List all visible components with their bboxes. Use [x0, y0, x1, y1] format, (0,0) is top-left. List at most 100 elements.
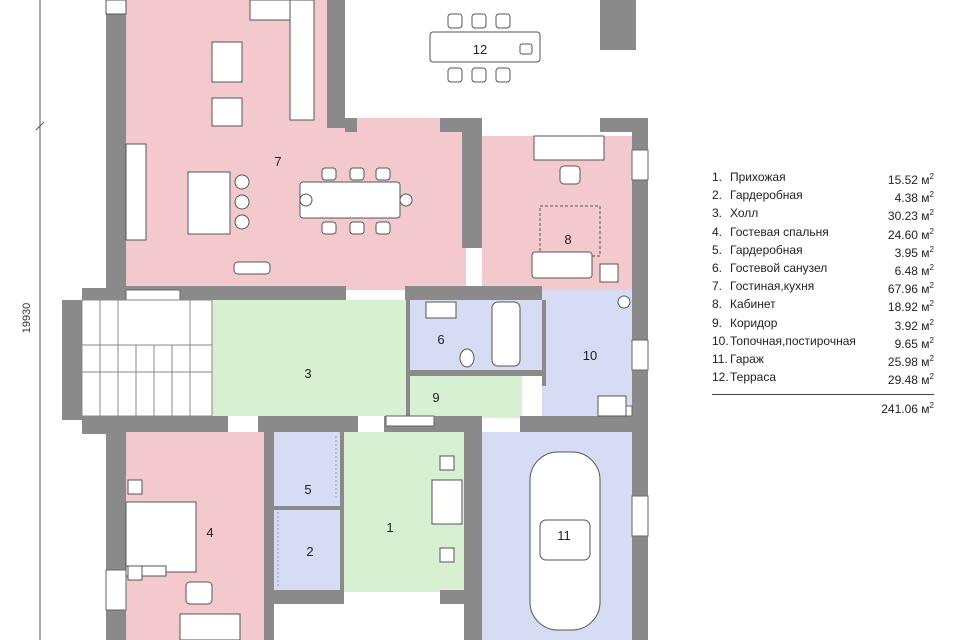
legend-unit-exp: 2	[929, 244, 934, 254]
legend-unit-exp: 2	[929, 262, 934, 272]
legend-area: 4.38	[894, 191, 918, 206]
legend-unit: м	[921, 354, 930, 369]
legend-row: 4. Гостевая спальня 24.60 м2	[712, 223, 934, 242]
walls	[62, 0, 648, 640]
legend-row: 2.Гардеробная 4.38 м2	[712, 186, 934, 206]
legend-unit: м	[921, 245, 930, 260]
legend-unit-exp: 2	[929, 208, 934, 218]
windows	[105, 149, 649, 611]
legend-number: 12.	[712, 370, 729, 385]
legend-row: 6.Гостевой санузел 6.48 м2	[712, 259, 934, 278]
room-label-1: 1	[386, 520, 393, 535]
legend-unit-exp: 2	[929, 299, 934, 309]
dimension-line: 19930	[21, 0, 45, 640]
legend-area: 30.23	[887, 209, 918, 224]
legend-unit: м	[921, 191, 930, 206]
room-5-fill	[274, 432, 340, 506]
floor-plan: 19930	[21, 0, 649, 640]
area-legend: 1.Прихожая 15.52 м2 2.Гардеробная 4.38 м…	[712, 168, 934, 416]
legend-total: 241.06 м2	[712, 401, 934, 416]
legend-row: 7.Гостиная,кухня 67.96 м2	[712, 277, 934, 297]
legend-number: 6.	[712, 260, 723, 275]
legend-number: 9.	[712, 315, 723, 330]
legend-divider	[712, 394, 934, 396]
legend-room-name: Гостевой санузел	[730, 260, 828, 275]
legend-number: 11.	[712, 351, 728, 366]
legend-room-name: Прихожая	[730, 170, 786, 184]
legend-row: 12.Терраса 29.48 м2	[712, 368, 934, 388]
room-label-8: 8	[564, 232, 571, 247]
legend-number: 1.	[712, 170, 723, 184]
legend-number: 8.	[712, 297, 723, 312]
legend-unit: м	[921, 282, 930, 297]
legend-room-name: Коридор	[730, 315, 778, 330]
legend-room-name: Терраса	[730, 370, 777, 385]
legend-room-name: Топочная,постирочная	[730, 333, 856, 348]
legend-number: 5.	[712, 242, 723, 257]
wardrobe-fixtures	[277, 436, 337, 586]
room-label-11: 11	[557, 528, 571, 543]
legend-unit: м	[921, 209, 930, 224]
legend-number: 4.	[712, 224, 723, 239]
legend-row: 11.Гараж 25.98 м2	[712, 350, 934, 369]
room-labels: 7 12 8 3 6 9 10 4 5 2 1 11	[206, 42, 597, 559]
room-label-4: 4	[206, 525, 213, 540]
legend-unit: м	[921, 173, 930, 187]
total-area: 241.06	[881, 402, 918, 417]
legend-number: 3.	[712, 206, 723, 221]
total-unit-exp: 2	[929, 401, 934, 411]
legend-unit: м	[921, 373, 930, 388]
bedroom-furniture	[125, 479, 241, 640]
legend-unit: м	[921, 227, 930, 242]
legend-area: 24.60	[887, 227, 918, 242]
legend-unit-exp: 2	[929, 190, 934, 200]
legend-list: 1.Прихожая 15.52 м2 2.Гардеробная 4.38 м…	[712, 168, 934, 388]
bathroom-fixtures	[425, 301, 521, 368]
room-label-2: 2	[306, 544, 313, 559]
legend-row: 3. Холл 30.23 м2	[712, 204, 934, 224]
legend-room-name: Гардеробная	[730, 188, 803, 203]
car-icon	[529, 451, 601, 631]
legend-area: 18.92	[887, 300, 918, 315]
legend-unit-exp: 2	[929, 172, 934, 181]
legend-row: 9. Коридор 3.92 м2	[712, 314, 934, 333]
boiler-room-fixtures	[597, 295, 631, 417]
legend-area: 67.96	[887, 282, 918, 297]
legend-unit-exp: 2	[929, 226, 934, 236]
room-9-fill	[410, 376, 522, 418]
legend-row: 5. Гардеробная 3.95 м2	[712, 241, 934, 260]
legend-area: 3.92	[894, 318, 918, 333]
room-2-fill	[274, 510, 340, 590]
office-furniture	[531, 135, 619, 283]
room-10-fill	[542, 290, 632, 416]
entrance-furniture	[431, 455, 463, 563]
room-label-5: 5	[304, 482, 311, 497]
legend-room-name: Гостевая спальня	[730, 224, 829, 239]
legend-area: 29.48	[887, 373, 918, 388]
room-label-9: 9	[432, 390, 439, 405]
legend-row: 8.Кабинет 18.92 м2	[712, 295, 934, 315]
legend-room-name: Гостиная,кухня	[730, 279, 815, 294]
room-label-6: 6	[437, 332, 444, 347]
legend-room-name: Кабинет	[730, 297, 776, 312]
legend-unit-exp: 2	[929, 353, 934, 363]
legend-area: 15.52	[887, 173, 918, 187]
legend-row: 10.Топочная,постирочная 9.65 м2	[712, 332, 934, 351]
room-label-10: 10	[583, 348, 597, 363]
staircase	[81, 299, 213, 417]
legend-area: 9.65	[894, 336, 918, 351]
legend-unit-exp: 2	[929, 335, 934, 345]
legend-area: 25.98	[887, 354, 918, 369]
legend-unit: м	[921, 318, 930, 333]
dimension-label: 19930	[21, 303, 33, 334]
legend-area: 3.95	[894, 245, 918, 260]
legend-unit-exp: 2	[929, 317, 934, 327]
legend-room-name: Холл	[730, 206, 759, 221]
legend-room-name: Гардеробная	[730, 242, 803, 257]
legend-unit: м	[921, 263, 930, 278]
legend-room-name: Гараж	[730, 351, 764, 366]
legend-number: 7.	[712, 279, 723, 294]
legend-unit: м	[921, 336, 930, 351]
legend-number: 10.	[712, 333, 729, 348]
legend-row: 1. Прихожая 15.52 м2	[712, 168, 934, 187]
